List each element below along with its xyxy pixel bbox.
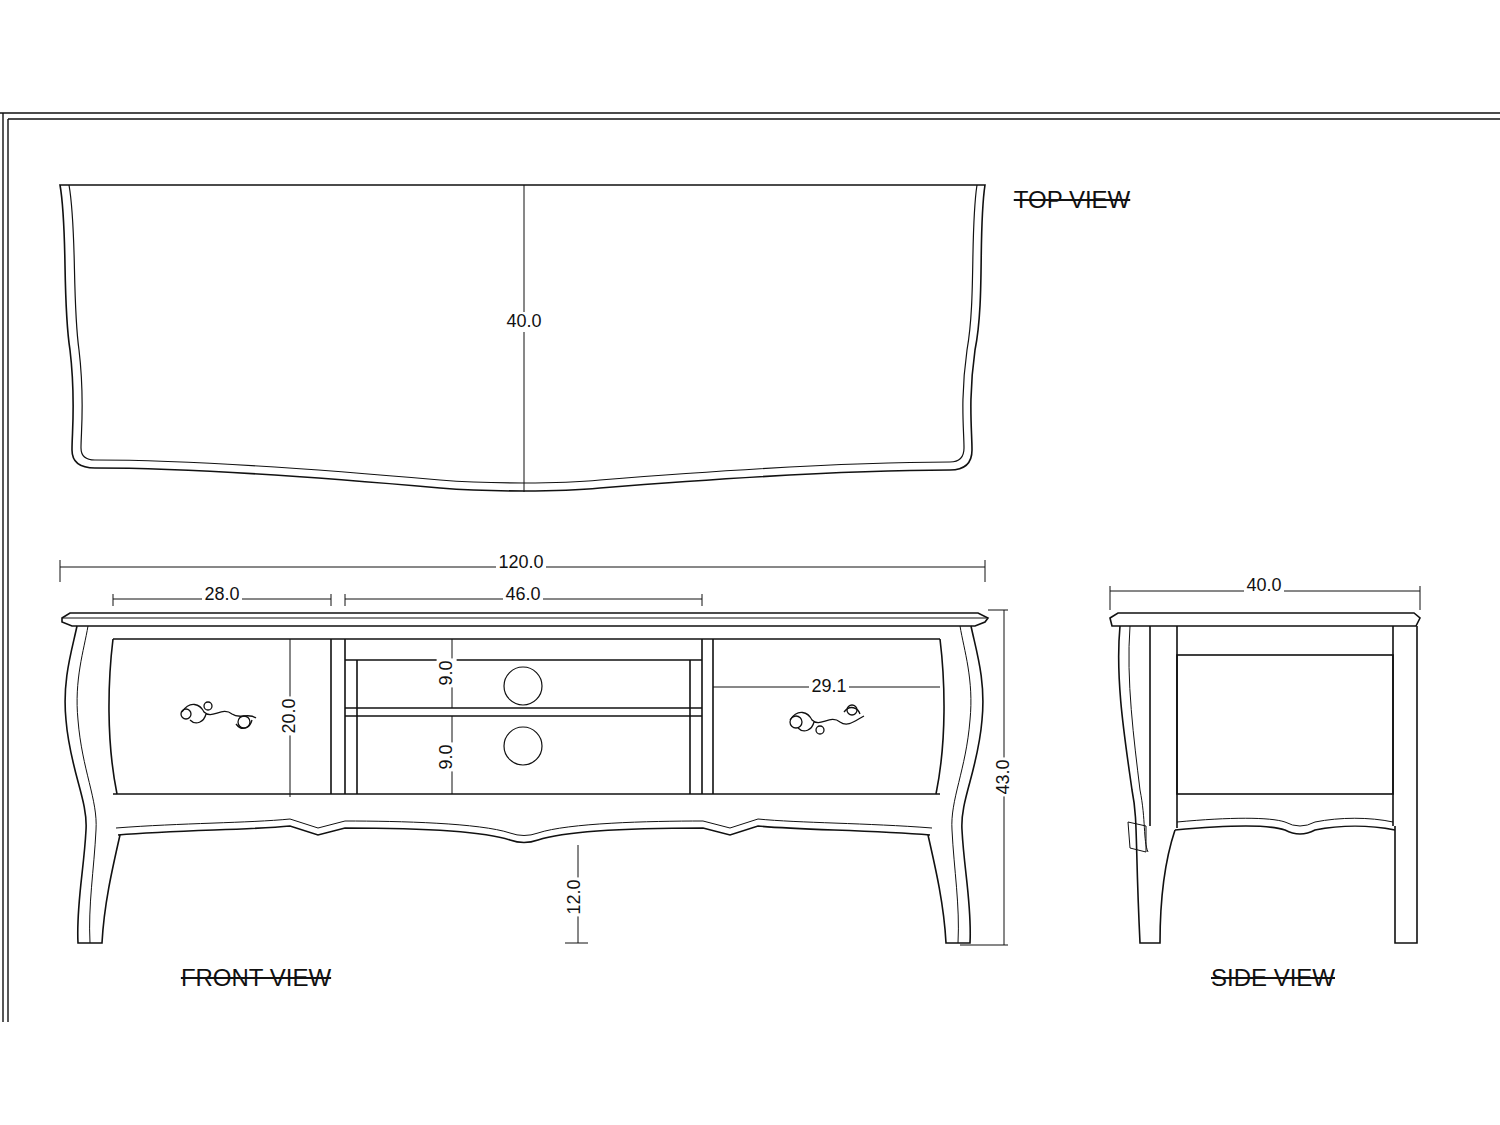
dimension-lines [60,560,1420,945]
dimension-label: 40.0 [1244,576,1283,596]
dimension-label: 9.0 [437,742,457,771]
dimension-label: 20.0 [280,696,300,735]
dimension-label: 9.0 [437,658,457,687]
drawer-handle [181,702,256,728]
dimension-label: 29.1 [809,677,848,697]
drawer-handle [790,705,864,734]
view-title: TOP VIEW [1012,187,1132,213]
top-view [60,185,985,492]
sheet-border [0,113,1500,1022]
dimension-label: 46.0 [503,585,542,605]
front-view [62,613,988,943]
dimension-label: 12.0 [565,877,585,916]
view-title: SIDE VIEW [1209,965,1337,991]
dimension-label: 43.0 [994,757,1014,796]
dimension-label: 28.0 [202,585,241,605]
side-view [1110,613,1420,943]
dimension-label: 40.0 [504,312,543,332]
dimension-label: 120.0 [496,553,545,573]
view-title: FRONT VIEW [179,965,333,991]
